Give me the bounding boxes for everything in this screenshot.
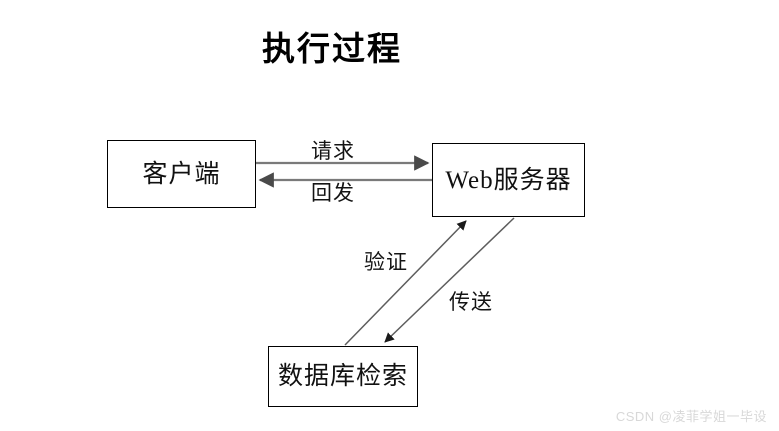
edge-label-postback: 回发 [311, 181, 355, 205]
edge-transmit-line [384, 217, 515, 343]
node-database[interactable]: 数据库检索 [268, 346, 418, 407]
page-title: 执行过程 [262, 30, 402, 67]
watermark: CSDN @凌菲学姐一毕设 [615, 409, 767, 424]
edge-label-request: 请求 [311, 139, 355, 163]
edge-label-transmit: 传送 [449, 290, 493, 314]
edge-verify-line [344, 220, 467, 346]
node-webserver[interactable]: Web服务器 [432, 143, 585, 217]
node-client-label: 客户端 [142, 160, 221, 188]
node-database-label: 数据库检索 [277, 363, 408, 390]
edge-label-verify: 验证 [364, 250, 408, 274]
node-webserver-label: Web服务器 [445, 166, 572, 194]
node-client[interactable]: 客户端 [107, 140, 256, 208]
